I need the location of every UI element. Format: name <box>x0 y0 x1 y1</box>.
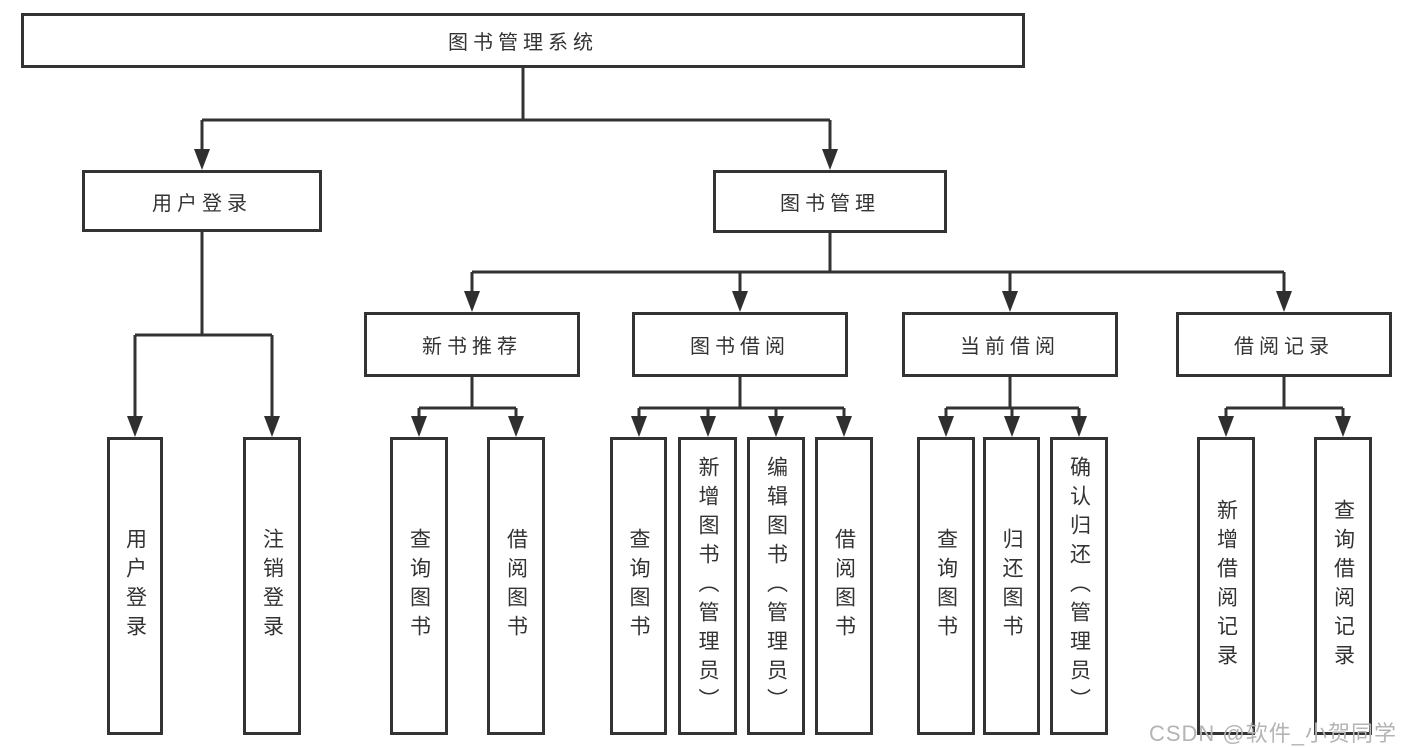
node-book-management: 图书管理 <box>713 170 947 233</box>
leaf-current-confirm-return-admin: 确认归还（管理员） <box>1050 437 1108 735</box>
leaf-borrow-borrow-books: 借阅图书 <box>815 437 873 735</box>
node-current-borrow: 当前借阅 <box>902 312 1118 377</box>
csdn-watermark: CSDN @软件_小贺同学 <box>1148 721 1397 746</box>
leaf-current-query-books: 查询图书 <box>917 437 975 735</box>
leaf-records-add-record: 新增借阅记录 <box>1197 437 1255 735</box>
node-book-borrow: 图书借阅 <box>632 312 848 377</box>
node-borrow-records: 借阅记录 <box>1176 312 1392 377</box>
node-new-book-recommend: 新书推荐 <box>364 312 580 377</box>
leaf-logout: 注销登录 <box>243 437 301 735</box>
leaf-borrow-query-books: 查询图书 <box>610 437 667 735</box>
leaf-user-login: 用户登录 <box>107 437 163 735</box>
node-root-system: 图书管理系统 <box>21 13 1025 68</box>
leaf-current-return-books: 归还图书 <box>983 437 1040 735</box>
leaf-borrow-add-books-admin: 新增图书（管理员） <box>678 437 737 735</box>
leaf-rec-borrow-books: 借阅图书 <box>487 437 545 735</box>
arrowheads <box>127 149 1351 437</box>
leaf-rec-query-books: 查询图书 <box>390 437 448 735</box>
leaf-borrow-edit-books-admin: 编辑图书（管理员） <box>747 437 805 735</box>
node-user-login: 用户登录 <box>82 170 322 232</box>
leaf-records-query-record: 查询借阅记录 <box>1314 437 1372 735</box>
